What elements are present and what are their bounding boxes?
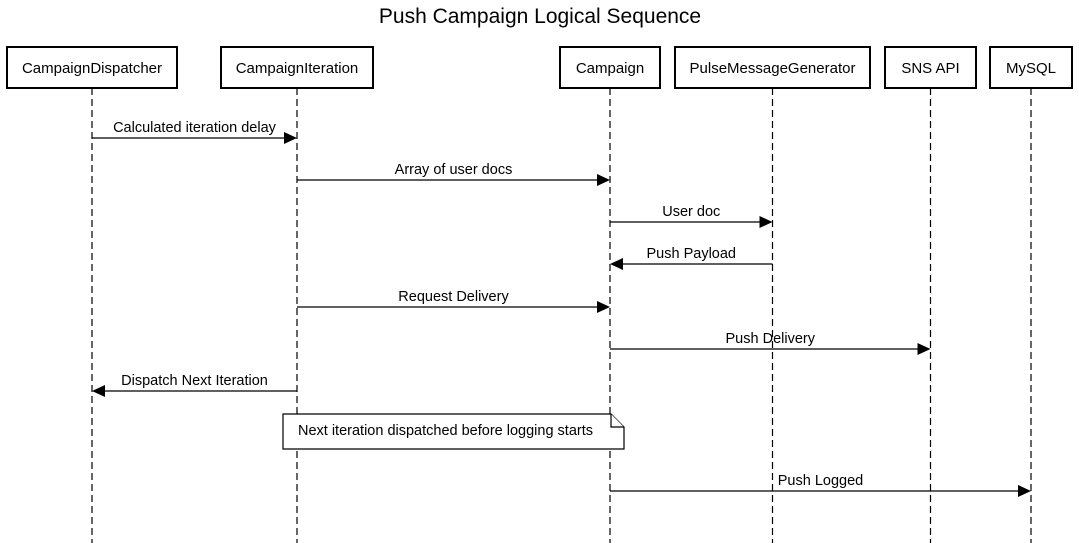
participant-box bbox=[884, 46, 977, 89]
note-fold bbox=[610, 414, 624, 428]
participant-label: MySQL bbox=[1006, 60, 1056, 77]
participant-sns-api: SNS API bbox=[884, 46, 977, 89]
participant-pulsemessagegenerator: PulseMessageGenerator bbox=[674, 46, 871, 89]
message-label: Request Delivery bbox=[398, 289, 509, 305]
participant-mysql: MySQL bbox=[989, 46, 1073, 89]
participant-campaigniteration: CampaignIteration bbox=[220, 46, 374, 89]
participant-box bbox=[220, 46, 374, 89]
arrowhead bbox=[284, 132, 297, 144]
arrowhead bbox=[597, 301, 610, 313]
arrowhead bbox=[917, 343, 931, 355]
participant-label: CampaignDispatcher bbox=[22, 60, 162, 77]
participant-label: Campaign bbox=[576, 60, 644, 77]
message-9: Push Logged bbox=[610, 473, 1031, 497]
participant-label: PulseMessageGenerator bbox=[690, 60, 856, 77]
participant-campaign: Campaign bbox=[559, 46, 661, 89]
note-box bbox=[282, 413, 625, 450]
note: Next iteration dispatched before logging… bbox=[282, 413, 625, 450]
message-label: Push Delivery bbox=[726, 331, 816, 347]
message-1: Calculated iteration delay bbox=[92, 120, 297, 144]
participants: CampaignDispatcher CampaignIteration Campa… bbox=[6, 46, 1073, 89]
participant-box bbox=[6, 46, 178, 89]
diagram-title: Push Campaign Logical Sequence bbox=[379, 5, 701, 28]
arrowhead bbox=[1018, 485, 1031, 497]
participant-label: SNS API bbox=[901, 60, 959, 77]
arrowhead bbox=[759, 216, 773, 228]
message-label: Calculated iteration delay bbox=[113, 120, 277, 136]
arrowhead bbox=[610, 258, 623, 270]
message-7: Dispatch Next Iteration bbox=[92, 373, 297, 397]
message-4: Push Payload bbox=[610, 246, 773, 270]
message-label: Dispatch Next Iteration bbox=[121, 373, 268, 389]
participant-box bbox=[989, 46, 1073, 89]
lifelines bbox=[91, 88, 1032, 543]
message-label: Push Logged bbox=[778, 473, 863, 489]
message-5: Request Delivery bbox=[297, 289, 610, 313]
arrowhead bbox=[597, 174, 610, 186]
message-2: Array of user docs bbox=[297, 162, 610, 186]
message-label: User doc bbox=[662, 204, 720, 220]
participant-box bbox=[674, 46, 871, 89]
message-6: Push Delivery bbox=[610, 331, 931, 355]
message-label: Array of user docs bbox=[395, 162, 513, 178]
message-label: Push Payload bbox=[647, 246, 736, 262]
message-3: User doc bbox=[610, 204, 773, 228]
participant-campaigndispatcher: CampaignDispatcher bbox=[6, 46, 178, 89]
note-text: Next iteration dispatched before logging… bbox=[298, 423, 593, 439]
participant-label: CampaignIteration bbox=[236, 60, 359, 77]
participant-box bbox=[559, 46, 661, 89]
arrowhead bbox=[92, 385, 105, 397]
